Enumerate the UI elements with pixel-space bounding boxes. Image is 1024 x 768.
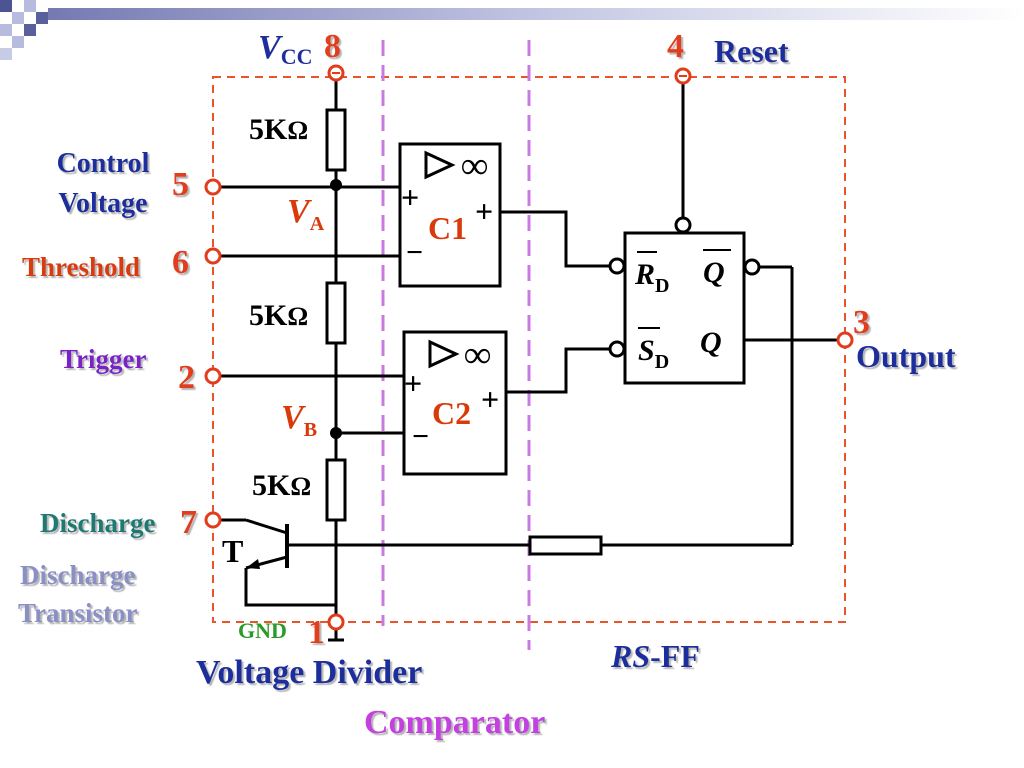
control-voltage-label-line1: Control — [57, 148, 150, 179]
resistor-base — [528, 535, 603, 556]
pin-discharge-terminal — [204, 511, 222, 529]
resistor-middle — [325, 281, 347, 345]
discharge-transistor-label-line1: Discharge — [20, 560, 135, 590]
c1-minus-input-sign: − — [406, 236, 423, 269]
resistor-top — [325, 108, 347, 172]
pin-number-vcc: 8 — [324, 28, 341, 65]
pin-number-gnd: 1 — [308, 614, 325, 651]
pin-number-threshold: 6 — [172, 244, 189, 281]
ff-rd-label: RD — [634, 258, 669, 297]
pin-number-control: 5 — [172, 166, 189, 203]
ff-sd-label: SD — [638, 334, 669, 373]
slide-decoration — [0, 0, 1024, 60]
pin-number-discharge: 7 — [180, 504, 197, 541]
junction-vb — [330, 427, 342, 439]
junction-va — [330, 179, 342, 191]
comparator-c1-box — [398, 142, 502, 288]
ff-q-label: Q — [700, 326, 722, 359]
c2-minus-input-sign: − — [412, 420, 429, 453]
va-label: VA — [287, 193, 325, 235]
resistor-bottom-label: 5KΩ — [252, 469, 311, 502]
ff-sd-bubble — [608, 340, 626, 358]
vcc-label: VCC — [258, 29, 312, 69]
ff-qbar-label: Q — [703, 256, 725, 289]
discharge-transistor-label-line2: Transistor — [18, 598, 138, 628]
pin-terminals — [204, 64, 854, 631]
c2-infinity-symbol: ∞ — [464, 334, 491, 376]
transistor-label: T — [222, 533, 243, 569]
c2-output-plus-sign: + — [481, 381, 499, 417]
c2-label: C2 — [432, 395, 471, 431]
section-voltage-divider: Voltage Divider — [196, 654, 422, 691]
pin-control-terminal — [204, 178, 222, 196]
pin-output-terminal — [836, 331, 854, 349]
vb-label: VB — [281, 399, 317, 441]
pin-trigger-terminal — [204, 367, 222, 385]
section-rs-ff: RS-FF — [610, 638, 700, 674]
wires — [219, 80, 838, 642]
gnd-label: GND — [238, 618, 287, 643]
resistor-top-label: 5KΩ — [249, 113, 308, 146]
c2-plus-input-sign: + — [404, 365, 422, 401]
c1-label: C1 — [428, 210, 467, 246]
reset-label: Reset — [714, 33, 789, 69]
pin-number-reset: 4 — [667, 28, 684, 65]
threshold-label: Threshold — [22, 252, 140, 282]
rs-flipflop-box — [623, 231, 746, 385]
ff-rd-bubble — [608, 257, 626, 275]
c1-plus-input-sign: + — [401, 179, 419, 215]
c2-opamp-triangle-icon — [428, 339, 460, 369]
resistor-middle-label: 5KΩ — [249, 299, 308, 332]
pin-number-trigger: 2 — [178, 359, 195, 396]
c1-opamp-triangle-icon — [424, 150, 456, 180]
c1-infinity-symbol: ∞ — [461, 145, 488, 187]
pin-gnd-terminal — [327, 613, 345, 631]
output-label: Output — [856, 338, 956, 374]
c1-output-plus-sign: + — [475, 193, 493, 229]
trigger-label: Trigger — [60, 344, 146, 374]
resistor-bottom — [325, 458, 347, 522]
ff-reset-bubble — [674, 216, 692, 234]
discharge-label: Discharge — [40, 508, 155, 538]
ff-qbar-bubble — [743, 258, 761, 276]
section-comparator: Comparator — [364, 704, 545, 741]
pin-number-output: 3 — [853, 304, 870, 341]
pin-threshold-terminal — [204, 247, 222, 265]
control-voltage-label-line2: Voltage — [58, 188, 147, 219]
transistor-emitter-arrow — [246, 559, 260, 569]
